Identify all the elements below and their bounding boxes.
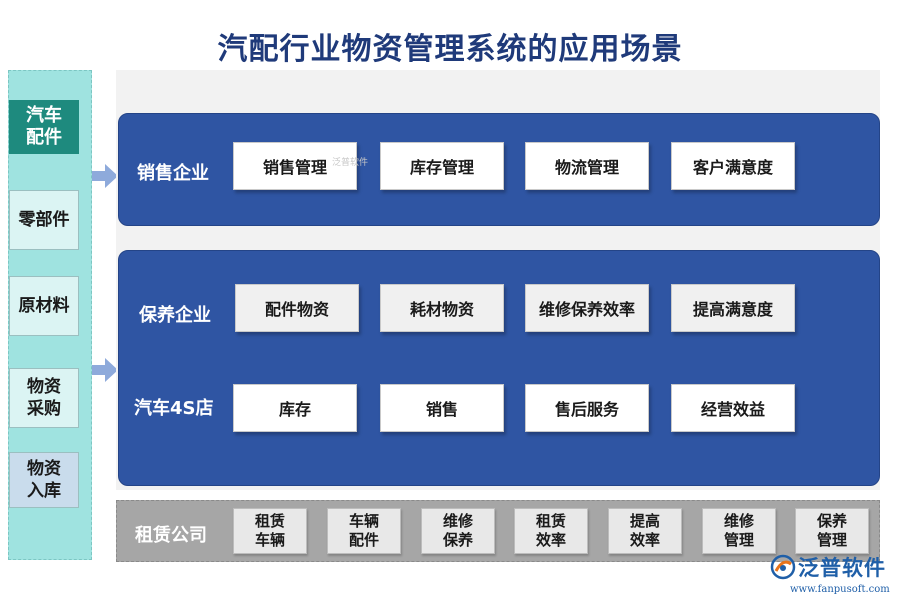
rental-bar: 租赁公司 租赁 车辆 车辆 配件 维修 保养 租赁 效率 提高 效率 维修 管理… xyxy=(116,500,880,562)
maintenance-item: 提高满意度 xyxy=(671,284,795,332)
maintenance-item: 配件物资 xyxy=(235,284,359,332)
rental-item: 保养 管理 xyxy=(795,508,869,554)
rental-item: 租赁 车辆 xyxy=(233,508,307,554)
logo-text: 泛普软件 xyxy=(798,556,886,580)
rental-label: 租赁公司 xyxy=(135,525,207,546)
sales-item: 物流管理 xyxy=(525,142,649,190)
rental-item: 车辆 配件 xyxy=(327,508,401,554)
4s-store-item: 库存 xyxy=(233,384,357,432)
rental-item: 维修 保养 xyxy=(421,508,495,554)
left-item-procurement: 物资 采购 xyxy=(9,368,79,428)
arrow-right-icon xyxy=(92,358,118,382)
rental-item: 维修 管理 xyxy=(702,508,776,554)
logo-icon xyxy=(770,554,796,580)
left-item-warehousing: 物资 入库 xyxy=(9,452,79,508)
page-title: 汽配行业物资管理系统的应用场景 xyxy=(217,32,683,67)
maintenance-panel-label: 保养企业 xyxy=(139,305,211,326)
4s-store-item: 售后服务 xyxy=(525,384,649,432)
4s-store-item: 经营效益 xyxy=(671,384,795,432)
rental-item: 租赁 效率 xyxy=(514,508,588,554)
brand-logo: 泛普软件 xyxy=(770,553,886,581)
4s-store-label: 汽车4S店 xyxy=(134,398,214,419)
maintenance-item: 耗材物资 xyxy=(380,284,504,332)
arrow-right-icon xyxy=(92,164,118,188)
left-item-components: 零部件 xyxy=(9,190,79,250)
sales-item: 销售管理 xyxy=(233,142,357,190)
left-item-auto-parts: 汽车 配件 xyxy=(9,100,79,154)
sales-item: 客户满意度 xyxy=(671,142,795,190)
maintenance-item: 维修保养效率 xyxy=(525,284,649,332)
sales-panel-label: 销售企业 xyxy=(137,163,209,184)
left-item-raw-materials: 原材料 xyxy=(9,276,79,336)
4s-store-item: 销售 xyxy=(380,384,504,432)
watermark-text: 泛普软件 xyxy=(332,158,369,168)
sales-item: 库存管理 xyxy=(380,142,504,190)
logo-url: www.fanpusoft.com xyxy=(790,584,890,595)
rental-item: 提高 效率 xyxy=(608,508,682,554)
